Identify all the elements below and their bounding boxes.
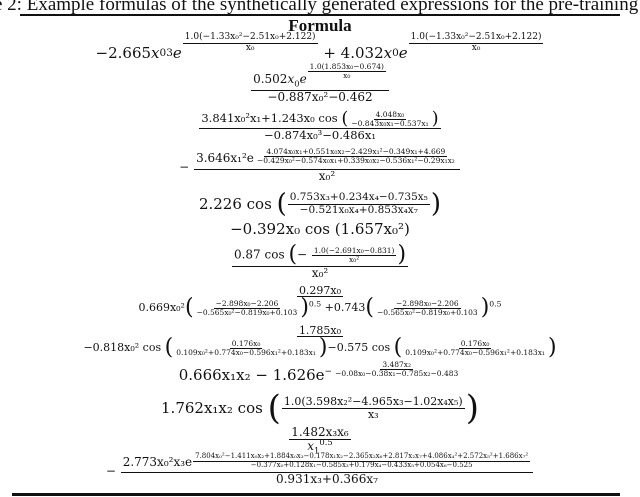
denominator: x₀² [311,266,329,281]
exp-den: x₀ [245,42,255,53]
inner-den: 0.109x₀²+0.774x₀−0.596x₁²+0.183x₁ [176,347,316,357]
exp-den: x₀ [471,42,481,53]
coef: +0.743 [324,301,366,315]
exp-den: −0.429x₀²−0.574x₀x₁+0.339x₀x₂−0.536x₁²−0… [256,155,455,165]
exp-num: 3.487x₂ [380,360,414,371]
coef: 0.87 cos [233,247,285,262]
inner-den: −0.565x₀²−0.819x₀+0.103 [196,307,298,317]
power: 0.5 [489,299,502,309]
inner-den: −0.843x₀x₁−0.537x₁ [351,118,429,128]
denominator: x₀² [318,168,336,183]
column-header-formula: Formula [288,16,352,35]
exp-den: x₀ [343,70,351,80]
exp-den: −0.377x₀+0.128x₁−0.585x₃+0.179x₄−0.433x₅… [250,460,473,469]
inner-num: 4.048x₀ [373,110,407,120]
coef: 0.502 [253,71,288,86]
formula-row-7: 0.87 cos (− 1.0(−2.691x₀−0.831)x₀²)x₀² [231,242,409,281]
inner-num: −2.898x₀−2.206 [213,298,281,309]
coef: −0.575 cos [327,341,391,355]
power: 0.5 [308,299,322,309]
formula-text: −0.392x₀ cos (1.657x₀²) [230,220,410,238]
exp-num: 1.0(−1.33x₀²−2.51x₀+2.122) [408,32,544,44]
bottom-rule [12,493,620,496]
coef: −0.818x₀² cos [83,341,162,355]
coef: 2.773x₀²x₃e [122,455,193,470]
top-rule [20,14,620,16]
formula-row-10: 0.666x₁x₂ − 1.626e−3.487x₂−0.08x₀−0.38x₁… [178,360,459,384]
denominator: −0.874x₀³−0.486x₁ [264,128,376,143]
numerator: 0.297x₀ [296,283,344,298]
coef: 2.226 cos [198,195,272,213]
inner-num: 0.753x₃+0.234x₄−0.735x₅ [287,191,430,205]
inner-num: 1.0(3.598x₂²−4.965x₃−1.02x₄x₅) [281,394,465,409]
exp-den: −0.08x₀−0.38x₁−0.785x₂−0.483 [335,369,459,379]
exp-num: 1.0(1.853x₀−0.674) [307,61,386,72]
inner-den: x₀² [349,254,360,264]
numerator: 1.482x₃x₆ [289,424,351,440]
formula-row-6: −0.392x₀ cos (1.657x₀²) [0,218,640,240]
numerator: 1.785x₀ [296,323,344,338]
formula-row-5: 2.226 cos (0.753x₃+0.234x₄−0.735x₅−0.521… [198,189,442,219]
formula-row-3: 3.841x₀²x₁+1.243x₀ cos (4.048x₀−0.843x₀x… [199,108,441,143]
inner-den: x₃ [367,407,379,421]
denominator: −0.887x₀²−0.462 [267,89,373,104]
sign: − [179,160,190,174]
coef: 3.646x₁²e [196,150,254,165]
inner-num: 1.0(−2.691x₀−0.831) [311,245,397,256]
coef: 0.669x₀² [138,301,185,315]
inner-den: −0.565x₀²−0.819x₀+0.103 [376,307,478,317]
inner-den: −0.521x₀x₄+0.853x₄x₇ [299,203,418,216]
coef: + 4.032 [323,44,384,62]
exp-num: 4.074x₀x₁+0.551x₀x₂−2.429x₁²−0.349x₁+4.6… [264,146,448,157]
numerator-text: 3.841x₀²x₁+1.243x₀ cos [201,111,338,126]
coef: 1.762x₁x₂ cos [161,399,263,417]
formula-row-4: − 3.646x₁²e 4.074x₀x₁+0.551x₀x₂−2.429x₁²−… [0,144,640,190]
denominator: 0.931x₃+0.366x₇ [275,472,378,487]
inner-num: 0.176x₀ [229,338,263,349]
table-caption: e 2: Example formulas of the synthetical… [0,0,640,15]
inner-num: 0.176x₀ [458,338,492,349]
inner-num: −2.898x₀−2.206 [393,298,461,309]
exp-num: 7.804x₀²−1.411x₀x₂+1.884x₀x₃−0.178x₁x₂−2… [193,452,531,462]
exp-num: 1.0(−1.33x₀²−2.51x₀+2.122) [182,32,318,44]
coef: −2.665 [95,44,152,62]
formula-row-11: 1.762x₁x₂ cos (1.0(3.598x₂²−4.965x₃−1.02… [161,388,479,428]
coef: 0.666x₁x₂ − 1.626e [178,366,325,384]
inner-den: 0.109x₀²+0.774x₀−0.596x₁²+0.183x₁ [405,347,545,357]
sign: − [105,464,116,478]
